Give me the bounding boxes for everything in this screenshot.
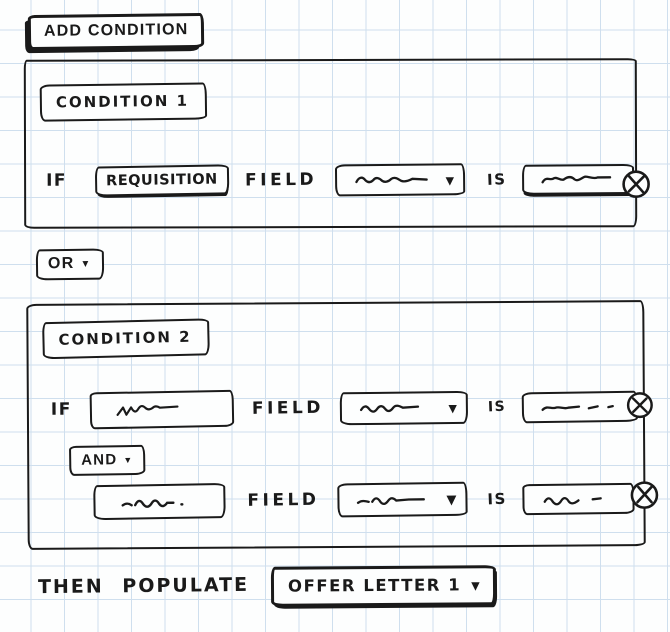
if-label: IF	[50, 399, 72, 420]
if-label: IF	[46, 170, 68, 191]
placeholder-squiggle	[116, 403, 179, 415]
condition-2-row-1: IF FIELD ▼ IS	[50, 386, 639, 430]
placeholder-squiggle	[121, 498, 184, 507]
dropdown-arrow-icon: ▼	[471, 579, 482, 593]
field-label: FIELD	[244, 169, 317, 191]
then-clause: THEN POPULATE OFFER LETTER 1 ▼	[37, 565, 497, 607]
subject-chip[interactable]: REQUISITION	[94, 164, 229, 197]
placeholder-squiggle	[356, 497, 425, 505]
circle-x-icon	[630, 481, 659, 509]
dropdown-arrow-icon: ▼	[448, 401, 457, 415]
value-input[interactable]	[522, 482, 636, 515]
or-connector-button[interactable]: OR ▼	[35, 248, 104, 281]
remove-condition-button[interactable]	[623, 388, 657, 422]
dropdown-arrow-icon: ▼	[123, 455, 134, 466]
operator-label: IS	[487, 398, 507, 416]
placeholder-squiggle	[354, 176, 428, 184]
then-populate-label: THEN POPULATE	[37, 573, 250, 599]
value-input[interactable]	[521, 163, 635, 195]
condition-1-title: CONDITION 1	[39, 82, 208, 122]
field-select[interactable]: ▼	[339, 390, 469, 425]
condition-1-card: CONDITION 1 IF REQUISITION FIELD ▼ IS	[23, 58, 650, 229]
field-label: FIELD	[247, 489, 320, 511]
operator-label: IS	[487, 489, 508, 509]
field-select[interactable]: ▼	[334, 163, 465, 197]
condition-2-title: CONDITION 2	[42, 318, 211, 360]
add-condition-button[interactable]: ADD CONDITION	[27, 12, 205, 51]
condition-2-card: CONDITION 2 IF FIELD ▼ IS	[26, 300, 659, 550]
circle-x-icon	[626, 392, 653, 419]
field-label: FIELD	[251, 397, 324, 419]
and-connector-button[interactable]: AND ▼	[68, 444, 146, 476]
value-input[interactable]	[521, 390, 639, 423]
operator-label: IS	[486, 170, 507, 189]
dropdown-arrow-icon: ▼	[445, 173, 454, 187]
placeholder-squiggle	[541, 175, 612, 184]
condition-1-row: IF REQUISITION FIELD ▼ IS	[46, 160, 635, 200]
dropdown-arrow-icon: ▼	[446, 492, 457, 508]
offer-letter-select[interactable]: OFFER LETTER 1 ▼	[270, 565, 497, 607]
offer-letter-select-value: OFFER LETTER 1	[288, 575, 462, 596]
subject-input[interactable]	[93, 482, 226, 520]
dropdown-arrow-icon: ▼	[80, 258, 92, 270]
circle-x-icon	[622, 170, 650, 199]
or-connector-label: OR	[47, 254, 75, 273]
placeholder-squiggle	[359, 403, 420, 412]
and-connector-label: AND	[81, 451, 118, 469]
subject-input[interactable]	[89, 389, 235, 429]
condition-2-row-2: FIELD ▼ IS	[93, 479, 636, 520]
placeholder-squiggle	[541, 403, 615, 410]
remove-condition-button[interactable]	[619, 167, 653, 201]
remove-condition-button[interactable]	[627, 478, 661, 512]
field-select[interactable]: ▼	[337, 481, 468, 518]
placeholder-squiggle	[543, 496, 603, 505]
